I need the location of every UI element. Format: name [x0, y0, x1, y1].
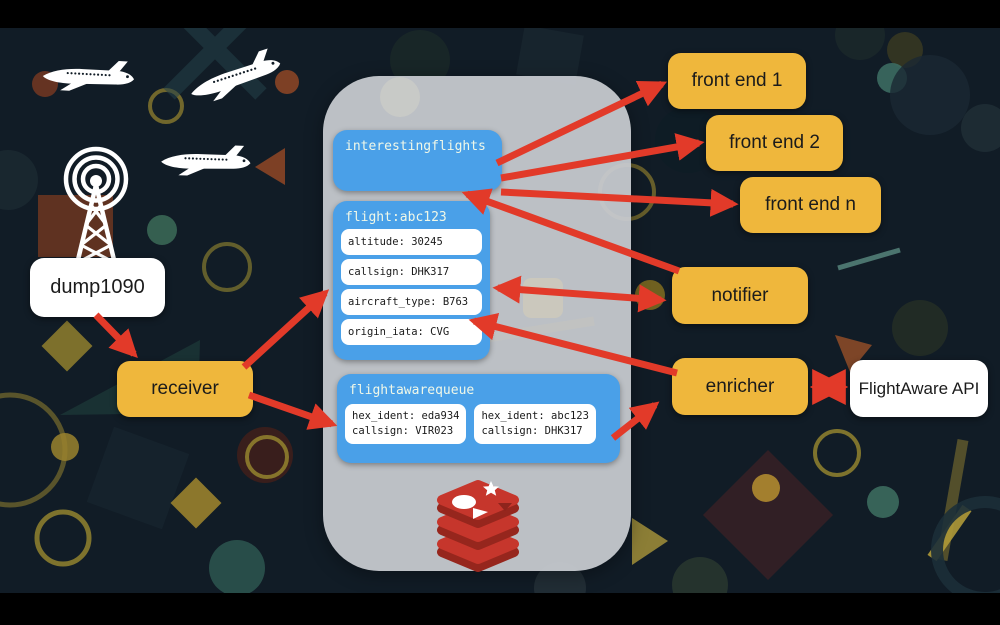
- front-end-n-box: front end n: [740, 177, 881, 233]
- front-end-2-box: front end 2: [706, 115, 843, 171]
- front-end-n-label: front end n: [765, 194, 856, 215]
- flight-hash-field: callsign: DHK317: [341, 259, 482, 285]
- flight-hash-box: flight:abc123 altitude: 30245 callsign: …: [333, 201, 490, 360]
- dump1090-box: dump1090: [30, 258, 165, 317]
- interestingflights-channel-box: interestingflights: [333, 130, 502, 191]
- enricher-label: enricher: [705, 375, 775, 397]
- flightawarequeue-box: flightawarequeue hex_ident: eda934 calls…: [337, 374, 620, 463]
- flightaware-api-label: FlightAware API: [858, 378, 980, 398]
- flight-hash-field: aircraft_type: B763: [341, 289, 482, 315]
- front-end-1-box: front end 1: [668, 53, 806, 109]
- receiver-label: receiver: [151, 378, 219, 399]
- queue-entry-line: callsign: DHK317: [481, 425, 583, 437]
- queue-entry-card: hex_ident: eda934 callsign: VIR023: [345, 404, 467, 444]
- enricher-box: enricher: [672, 358, 808, 415]
- receiver-box: receiver: [117, 361, 253, 417]
- notifier-box: notifier: [672, 267, 808, 324]
- queue-entry-line: hex_ident: eda934: [352, 410, 460, 422]
- notifier-label: notifier: [711, 284, 769, 306]
- front-end-2-label: front end 2: [729, 132, 820, 153]
- channel-title: interestingflights: [345, 139, 486, 154]
- queue-entry-line: callsign: VIR023: [352, 425, 454, 437]
- flightaware-api-box: FlightAware API: [850, 360, 988, 417]
- dump1090-label: dump1090: [50, 276, 145, 298]
- queue-entry-line: hex_ident: abc123: [481, 410, 589, 422]
- redis-logo-icon: [437, 480, 519, 572]
- flight-hash-field: altitude: 30245: [341, 229, 482, 255]
- flight-hash-title: flight:abc123: [345, 210, 447, 225]
- queue-entry-card: hex_ident: abc123 callsign: DHK317: [474, 404, 596, 444]
- queue-title: flightawarequeue: [349, 383, 475, 398]
- front-end-1-label: front end 1: [691, 70, 783, 91]
- flight-hash-field: origin_iata: CVG: [341, 319, 482, 345]
